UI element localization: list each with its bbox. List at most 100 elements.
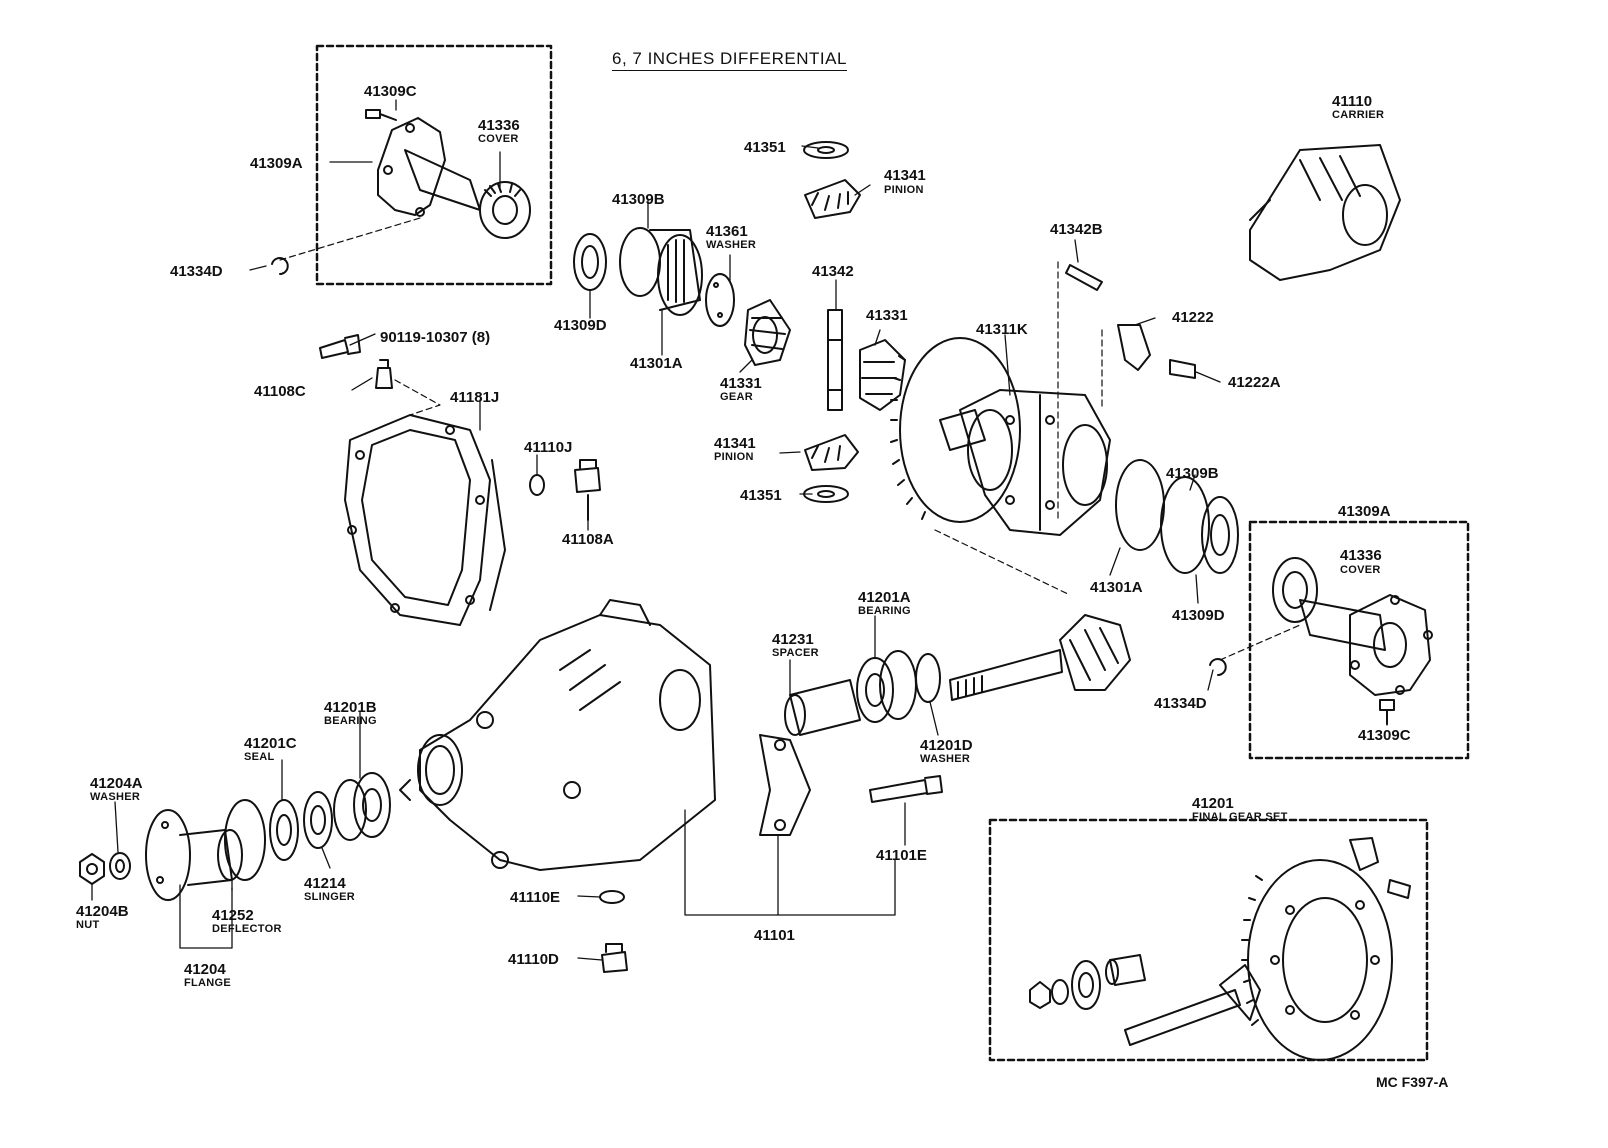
- slinger-41214-part: [304, 792, 332, 848]
- part-41201D: 41201D: [920, 737, 973, 754]
- part-41301A-right: 41301A: [1090, 579, 1143, 596]
- part-41309C-top: 41309C: [364, 83, 417, 100]
- part-41204: 41204: [184, 961, 226, 978]
- plug-90119-part: [320, 335, 360, 358]
- pinion-label-top: PINION: [884, 184, 924, 196]
- bearing-label-41201B: BEARING: [324, 715, 377, 727]
- part-41108C: 41108C: [254, 383, 306, 400]
- part-41101: 41101: [754, 927, 795, 944]
- part-41201C: 41201C: [244, 735, 297, 752]
- slinger-label: SLINGER: [304, 891, 355, 903]
- part-41222A: 41222A: [1228, 374, 1281, 391]
- clip-41334D-left: [272, 218, 420, 274]
- part-41101E: 41101E: [876, 847, 927, 864]
- washer-41361-part: [706, 274, 734, 326]
- flange-label: FLANGE: [184, 977, 232, 989]
- final-gear-set-part: [1030, 838, 1410, 1060]
- pinion-label-low: PINION: [714, 451, 754, 463]
- bearing-41201B-part: [334, 773, 390, 840]
- bolt-41309C-top: [366, 110, 396, 120]
- clip-41334D-right: [1210, 625, 1300, 675]
- deflector-label: DEFLECTOR: [212, 923, 282, 935]
- figure-code: MC F397-A: [1376, 1074, 1449, 1090]
- part-41309C-right: 41309C: [1358, 727, 1411, 744]
- final-gear-set-box: [990, 820, 1427, 1060]
- pinion-41341-low: [805, 435, 858, 470]
- part-41204B: 41204B: [76, 903, 129, 920]
- deflector-41252-part: [225, 800, 265, 880]
- diagram-title: 6, 7 INCHES DIFFERENTIAL: [612, 50, 847, 71]
- washer-41201D-part: [916, 654, 940, 702]
- nut-41204B-part: [80, 854, 104, 884]
- part-41311K: 41311K: [976, 321, 1028, 338]
- part-90119-10307: 90119-10307 (8): [380, 329, 491, 346]
- drive-pinion-part: [950, 615, 1130, 700]
- part-41231: 41231: [772, 631, 814, 648]
- part-41309D-top: 41309D: [554, 317, 607, 334]
- spacer-41231-part: [785, 680, 860, 735]
- part-41341-low: 41341: [714, 435, 756, 452]
- shaft-41342-part: [828, 310, 842, 410]
- breather-41108C-part: [376, 360, 440, 415]
- bearing-cap-part: [760, 735, 810, 835]
- differential-case-41311K: [940, 390, 1110, 535]
- side-gear-41331-right: [860, 340, 905, 410]
- part-41222: 41222: [1172, 309, 1214, 326]
- bolt-41101E-part: [870, 776, 942, 802]
- part-41201B: 41201B: [324, 699, 377, 716]
- side-gear-41331-part: [745, 300, 790, 365]
- leader-lines: [92, 100, 1387, 960]
- part-41341-top: 41341: [884, 167, 926, 184]
- part-41342B: 41342B: [1050, 221, 1103, 238]
- part-41331-side: 41331: [866, 307, 908, 324]
- part-41334D-left: 41334D: [170, 263, 223, 280]
- part-41110: 41110: [1332, 93, 1373, 110]
- bearing-label-41201A: BEARING: [858, 605, 911, 617]
- part-41309B-top: 41309B: [612, 191, 665, 208]
- part-41201A: 41201A: [858, 589, 911, 606]
- cover-label-right: COVER: [1340, 564, 1381, 576]
- part-41110D: 41110D: [508, 951, 559, 968]
- part-41108A: 41108A: [562, 531, 614, 548]
- part-41201: 41201: [1192, 795, 1234, 812]
- part-41309D-right: 41309D: [1172, 607, 1225, 624]
- part-41336-top: 41336: [478, 117, 520, 134]
- washer-label-41201D: WASHER: [920, 753, 971, 765]
- part-41351-low: 41351: [740, 487, 782, 504]
- flange-41204-part: [146, 810, 242, 900]
- part-41361: 41361: [706, 223, 748, 240]
- part-41110E: 41110E: [510, 889, 561, 906]
- part-41334D-right: 41334D: [1154, 695, 1207, 712]
- carrier-41110-part: [1250, 145, 1400, 280]
- seal-label: SEAL: [244, 751, 275, 763]
- part-41331-gear: 41331: [720, 375, 762, 392]
- rear-cover-41181J-part: [345, 415, 505, 625]
- axle-cover-box-right: [1250, 522, 1468, 758]
- axle-cover-box-left: [317, 46, 551, 284]
- part-41342: 41342: [812, 263, 854, 280]
- carrier-housing-41101-part: [400, 600, 715, 870]
- plug-41108A-part: [575, 460, 600, 520]
- axle-cover-right-part: [1273, 558, 1432, 695]
- bearing-41309D-top-part: [574, 228, 702, 315]
- part-41181J: 41181J: [450, 389, 500, 406]
- part-41351-top: 41351: [744, 139, 786, 156]
- gear-label: GEAR: [720, 391, 753, 403]
- nut-label: NUT: [76, 919, 100, 931]
- part-41336-right: 41336: [1340, 547, 1382, 564]
- washer-41351-top: [804, 142, 848, 158]
- carrier-label: CARRIER: [1332, 109, 1385, 121]
- part-41252: 41252: [212, 907, 254, 924]
- final-gear-set-label: FINAL GEAR SET: [1192, 811, 1288, 823]
- gear-alignment-line: [935, 530, 1070, 595]
- washer-label-41204A: WASHER: [90, 791, 141, 803]
- part-41301A-top: 41301A: [630, 355, 683, 372]
- pinion-41341-top: [805, 180, 860, 218]
- washer-label-41361: WASHER: [706, 239, 757, 251]
- part-41309A-left: 41309A: [250, 155, 303, 172]
- seal-41201C-part: [270, 800, 298, 860]
- bearing-41309B-right-part: [1116, 460, 1238, 573]
- plug-41110D-part: [602, 944, 627, 972]
- part-41214: 41214: [304, 875, 346, 892]
